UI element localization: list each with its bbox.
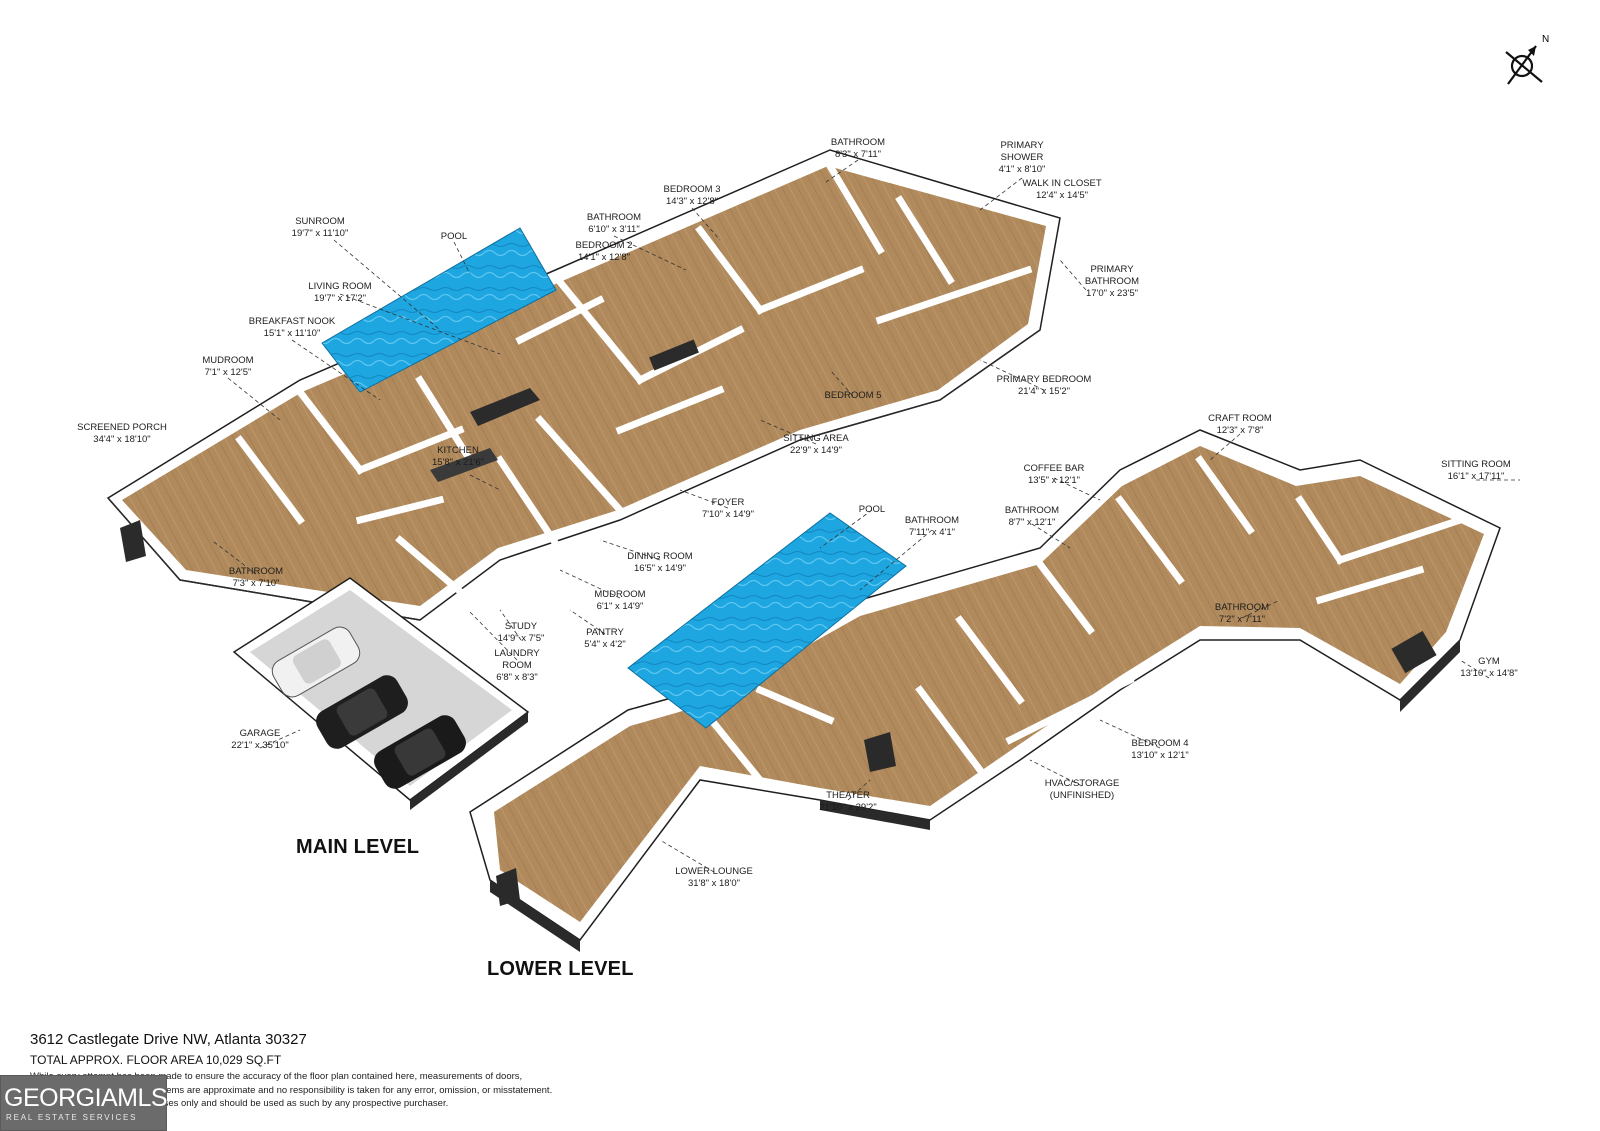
logo-wordmark: GEORGIAMLS xyxy=(4,1084,168,1112)
property-address: 3612 Castlegate Drive NW, Atlanta 30327 xyxy=(30,1031,307,1048)
disclaimer: While every attempt has been made to ens… xyxy=(30,1070,670,1111)
lower-level-floor xyxy=(469,429,1501,952)
main-pool xyxy=(321,227,557,393)
main-level-floor xyxy=(106,149,1061,621)
disclaimer-line-1: While every attempt has been made to ens… xyxy=(30,1071,523,1082)
label-pool-main: POOL xyxy=(440,231,468,242)
garage-cars xyxy=(271,626,466,789)
label-hvac-storage: HVAC/STORAGE(UNFINISHED) xyxy=(1044,778,1120,801)
compass-north-icon: N xyxy=(1505,34,1549,85)
disclaimer-line-3: This plan is for illustrative purposes o… xyxy=(30,1098,449,1109)
logo-tagline: REAL ESTATE SERVICES xyxy=(6,1113,138,1122)
leader-lines xyxy=(213,159,1520,873)
label-pool-lower: POOL xyxy=(858,504,886,515)
georgiamls-logo: GEORGIAMLS REAL ESTATE SERVICES xyxy=(0,1075,168,1131)
total-floor-area: TOTAL APPROX. FLOOR AREA 10,029 SQ.FT xyxy=(30,1053,282,1067)
compass-north-label: N xyxy=(1542,34,1549,45)
label-bedroom-5: BEDROOM 5 xyxy=(824,390,882,401)
lower-pool xyxy=(627,512,907,729)
main-level-title: MAIN LEVEL xyxy=(296,836,420,858)
disclaimer-line-2: windows, rooms and any other items are a… xyxy=(30,1084,553,1096)
lower-level-title: LOWER LEVEL xyxy=(487,958,634,980)
